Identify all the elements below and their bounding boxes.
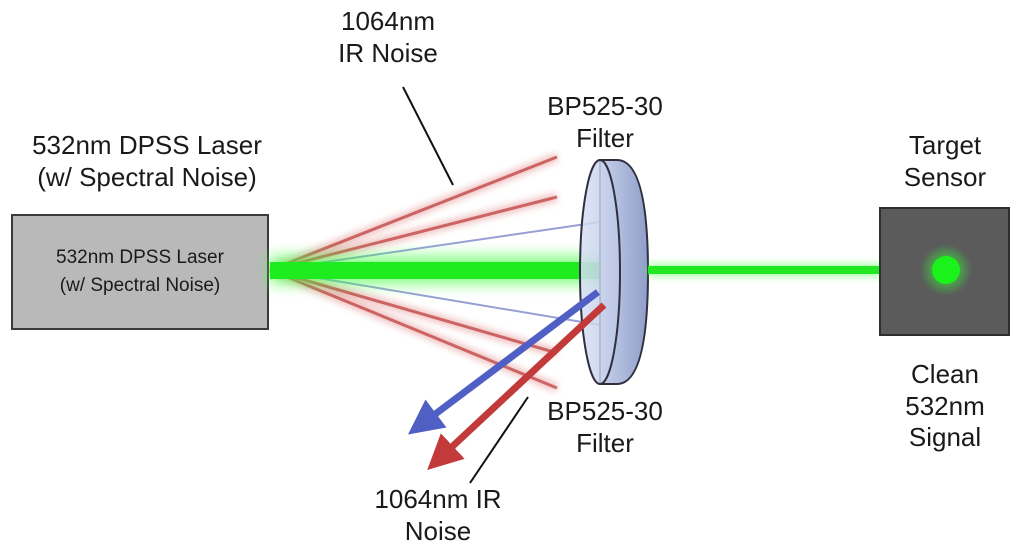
green-beam-input (270, 262, 608, 279)
green-beam-output (648, 266, 948, 274)
laser-box-line1: 532nm DPSS Laser (56, 247, 224, 269)
filter-top-line2: Filter (576, 122, 634, 153)
sensor-spot (932, 256, 960, 284)
laser-heading-line2: (w/ Spectral Noise) (37, 161, 257, 192)
ir-noise-bottom-line2: Noise (404, 515, 472, 546)
leader-ir-noise-top (402, 86, 454, 186)
ir-noise-top-label: 1064nm IR Noise (318, 6, 458, 69)
leader-ir-noise-bottom (469, 396, 529, 484)
ir-noise-top-line2: IR Noise (338, 37, 438, 68)
filter-top-label: BP525-30 Filter (530, 91, 680, 154)
red-reflection-arrow (427, 302, 607, 470)
sensor-caption-line2: 532nm (905, 390, 985, 421)
filter-top-line1: BP525-30 (547, 91, 663, 121)
sensor-caption: Clean 532nm Signal (875, 359, 1015, 454)
laser-heading-line1: 532nm DPSS Laser (32, 130, 262, 160)
filter-bottom-label: BP525-30 Filter (530, 396, 680, 459)
ir-noise-bottom-label: 1064nm IR Noise (348, 484, 528, 547)
sensor-caption-line3: Signal (908, 422, 982, 453)
ir-noise-bottom-line1: 1064nm IR (374, 484, 502, 514)
red-ray-1 (269, 155, 558, 272)
filter-bottom-line1: BP525-30 (547, 396, 663, 426)
sensor-title: Target Sensor (875, 130, 1015, 193)
laser-heading: 532nm DPSS Laser (w/ Spectral Noise) (6, 130, 288, 193)
laser-box (11, 214, 269, 330)
sensor-title-line1: Target (908, 130, 982, 160)
sensor-caption-line1: Clean (911, 359, 979, 389)
laser-box-label: 532nm DPSS Laser (w/ Spectral Noise) (12, 215, 268, 329)
ir-noise-top-line1: 1064nm (341, 6, 435, 36)
laser-box-line2: (w/ Spectral Noise) (59, 275, 221, 296)
filter-bottom-line2: Filter (576, 427, 634, 458)
blue-reflection-arrow (408, 289, 601, 435)
red-ray-4 (269, 268, 558, 390)
bandpass-filter (579, 159, 650, 385)
sensor-title-line2: Sensor (903, 161, 987, 192)
